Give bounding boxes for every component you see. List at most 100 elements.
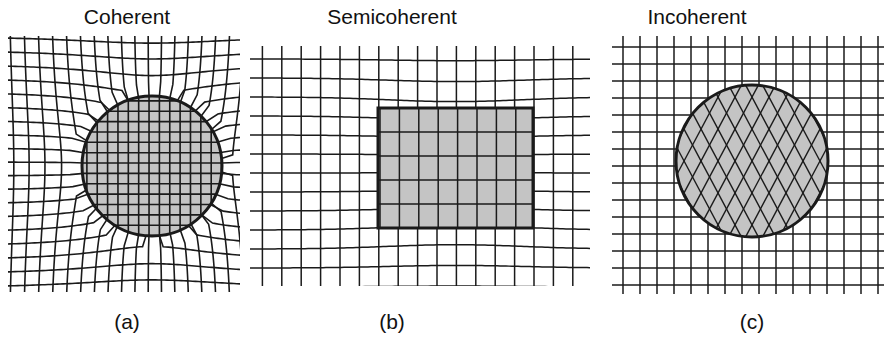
lattice-line [437, 108, 439, 228]
lattice-line [592, 20, 780, 340]
lattice-line [51, 36, 61, 292]
lattice-line [476, 108, 478, 228]
lattice-line [639, 36, 641, 294]
lattice-line [777, 0, 893, 274]
lattice-line [8, 51, 240, 59]
lattice-line [8, 194, 240, 203]
lattice-line [499, 69, 687, 340]
lattice-line [656, 36, 658, 294]
lattice-line [9, 36, 13, 292]
lattice-line [612, 63, 884, 65]
lattice-line [147, 36, 150, 292]
lattice-line [250, 78, 590, 82]
lattice-line [300, 46, 302, 286]
lattice-line [8, 37, 240, 43]
lattice-line [605, 0, 793, 309]
lattice-line [496, 108, 498, 228]
lattice-line [738, 0, 893, 295]
lattice-line [281, 46, 283, 286]
lattice-line [8, 173, 240, 175]
precipitate-outline [82, 96, 222, 236]
lattice-line [539, 48, 727, 340]
lattice-line [23, 36, 29, 292]
lattice-line [552, 0, 740, 281]
lattice-line [320, 46, 322, 286]
lattice-line [8, 184, 240, 190]
lattice-line [359, 46, 361, 286]
panel-letter: (c) [740, 311, 765, 332]
lattice-line [378, 179, 533, 181]
lattice-line [645, 0, 833, 340]
precipitate [378, 108, 533, 228]
lattice-line [499, 0, 687, 253]
lattice-line [512, 62, 700, 340]
lattice-line [612, 80, 884, 82]
lattice-line [8, 79, 240, 101]
lattice-line [159, 36, 161, 292]
lattice-line [515, 108, 517, 228]
coherent-panel [8, 36, 240, 292]
lattice-line [526, 0, 714, 267]
lattice-line [618, 0, 806, 316]
panel-title: Coherent [84, 6, 170, 27]
lattice-line [37, 36, 45, 292]
lattice-line [711, 13, 893, 340]
lattice-line [399, 108, 401, 228]
lattice-line [817, 0, 893, 253]
lattice-line [565, 0, 753, 288]
lattice-line [93, 36, 108, 292]
panel-letter: (b) [379, 311, 405, 332]
lattice-line [764, 0, 893, 281]
panel-title: Incoherent [647, 6, 746, 27]
lattice-line [512, 0, 700, 260]
lattice-line [8, 280, 240, 287]
precipitate-outline [676, 85, 828, 237]
lattice-line [457, 108, 459, 228]
lattice-line [262, 46, 264, 286]
lattice-line [804, 0, 893, 260]
lattice-line [553, 46, 555, 286]
lattice-line [378, 131, 533, 133]
lattice-line [751, 0, 893, 288]
lattice-line [250, 59, 590, 61]
lattice-line [645, 0, 833, 331]
lattice-line [418, 108, 420, 228]
lattice-line [8, 264, 240, 273]
lattice-line [250, 265, 590, 268]
lattice-line [698, 0, 886, 316]
lattice-line [107, 36, 118, 292]
lattice-line [817, 69, 893, 340]
lattice-line [378, 155, 533, 157]
lattice-line [339, 46, 341, 286]
lattice-line [8, 65, 240, 76]
lattice-line [8, 148, 240, 152]
lattice-line [877, 36, 879, 294]
lattice-line [685, 0, 873, 324]
lattice-line [612, 46, 884, 48]
lattice-line [572, 46, 574, 286]
lattice-line [843, 36, 845, 294]
lattice-line [860, 36, 862, 294]
precipitate-outline [378, 108, 533, 228]
incoherent-panel [612, 36, 884, 294]
lattice-line [552, 41, 740, 340]
lattice-line [579, 0, 767, 295]
lattice-line [658, 0, 846, 338]
lattice-line [764, 41, 893, 340]
lattice-line [605, 13, 793, 340]
lattice-line [579, 27, 767, 340]
lattice-line [622, 36, 624, 294]
lattice-line [592, 0, 780, 302]
lattice-line [8, 161, 240, 164]
lattice-line [565, 34, 753, 340]
lattice-line [612, 267, 884, 269]
lattice-line [724, 20, 893, 340]
semicoherent-panel [250, 46, 590, 286]
panel-title: Semicoherent [327, 6, 457, 27]
lattice-line [671, 0, 859, 340]
lattice-line [378, 203, 533, 205]
lattice-line [8, 225, 240, 245]
lattice-line [673, 36, 675, 294]
lattice-line [658, 0, 846, 338]
